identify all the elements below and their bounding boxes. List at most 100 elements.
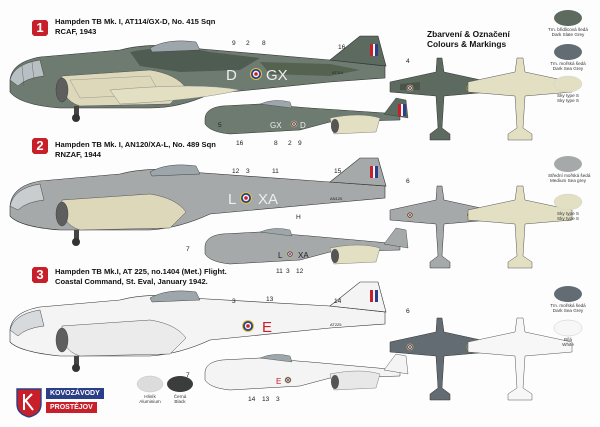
scheme-2-side-code: XA <box>258 191 278 208</box>
swatch-label-en: Sky type S <box>557 98 579 103</box>
scheme-1-side-code: GX <box>266 67 288 84</box>
swatch-label-en: Black <box>174 399 186 404</box>
scheme-2-small-profile: L XA <box>204 227 409 265</box>
callout: 2 <box>246 40 250 47</box>
callout: 12 <box>232 168 240 175</box>
scheme-1-subtitle: RCAF, 1943 <box>55 27 97 36</box>
scheme-2-small-letter: L <box>278 251 283 260</box>
swatch-label-cz: Sky type S <box>557 211 579 216</box>
scheme-1-small-profile: GX D <box>204 97 409 135</box>
scheme-1-number: 1 <box>36 20 44 35</box>
scheme-3-badge <box>32 267 48 283</box>
kp-logo: KOVOZÁVODY PROSTĚJOV <box>16 386 116 422</box>
scheme-1-title: Hampden TB Mk. I, AT114/GX-D, No. 415 Sq… <box>55 17 216 26</box>
callout: 11 <box>276 268 283 275</box>
callout: 7 <box>186 372 190 379</box>
shield-icon <box>16 388 42 418</box>
scheme-2-side-profile: L XA AN120 <box>9 157 387 246</box>
callout: 16 <box>338 44 346 51</box>
callout: 11 <box>272 168 279 175</box>
heading-cz: Zbarvení & Označení <box>427 29 510 39</box>
scheme-1-top-view <box>389 57 491 141</box>
swatch-sky-type-s-2 <box>553 193 583 211</box>
swatch-label-cz: Hliník <box>144 394 156 399</box>
scheme-1-bottom-view <box>467 57 573 141</box>
swatch-label-en: Dark Sea Grey <box>552 66 584 71</box>
callout: 7 <box>186 246 190 253</box>
scheme-3-top-view <box>389 317 491 401</box>
callout: 9 <box>232 40 236 47</box>
scheme-3-subtitle: Coastal Command, St. Eval, January 1942. <box>55 277 208 286</box>
callout: 8 <box>274 140 278 147</box>
callout: 13 <box>266 296 274 303</box>
scheme-1-side-letter: D <box>226 67 237 84</box>
swatch-aluminium <box>136 375 164 393</box>
swatch-white <box>553 319 583 337</box>
callout: 5 <box>218 122 222 129</box>
callout: 14 <box>248 396 256 403</box>
callout: 13 <box>262 396 270 403</box>
scheme-1-badge <box>32 20 48 36</box>
kp-logo-line2: PROSTĚJOV <box>46 402 97 413</box>
scheme-3-number: 3 <box>36 267 44 282</box>
scheme-2-top-view <box>389 185 491 269</box>
swatch-sky-type-s <box>553 75 583 93</box>
swatch-label-en: Dark Slate Grey <box>551 32 585 37</box>
swatch-medium-sea-grey <box>554 156 582 172</box>
callout: 4 <box>406 58 410 65</box>
scheme-2-side-letter: L <box>228 191 236 208</box>
swatch-label-en: Sky type S <box>557 216 579 221</box>
scheme-1-serial: AT114 <box>332 70 344 75</box>
swatch-label-en: White <box>562 342 574 347</box>
swatch-label-cz: Střední mořská šedá <box>548 173 591 178</box>
callout: 8 <box>262 40 266 47</box>
swatch-dark-slate-grey <box>554 10 582 26</box>
swatch-dark-sea-grey <box>554 44 582 60</box>
swatch-label-cz: Tm. břidlicová šedá <box>548 27 588 32</box>
swatch-label-en: Aluminium <box>139 399 161 404</box>
callout: 12 <box>296 268 304 275</box>
scheme-1-small-code: GX <box>270 121 282 130</box>
scheme-3-bottom-view <box>467 317 573 401</box>
scheme-2-badge <box>32 138 48 154</box>
swatch-label-en: Medium Sea grey <box>549 178 586 183</box>
scheme-3-small-letter: E <box>276 377 281 386</box>
swatch-label-cz: Sky type S <box>557 93 579 98</box>
callout: H <box>296 214 301 221</box>
scheme-2-subtitle: RNZAF, 1944 <box>55 150 101 159</box>
callout: 2 <box>288 140 292 147</box>
scheme-2-title: Hampden TB Mk. I, AN120/XA-L, No. 489 Sq… <box>55 140 216 149</box>
swatch-label-en: Dark Sea Grey <box>552 308 584 313</box>
callout: 16 <box>236 140 244 147</box>
scheme-2-number: 2 <box>36 138 44 153</box>
swatch-label-cz: Tm. mořská šedá <box>550 61 586 66</box>
scheme-3-title: Hampden TB Mk.I, AT 225, no.1404 (Met.) … <box>55 267 227 276</box>
swatch-label-cz: Bílá <box>564 337 572 342</box>
swatch-label-cz: Tm. mořská šedá <box>550 303 586 308</box>
callout: 3 <box>286 268 290 275</box>
callout: 3 <box>246 168 250 175</box>
swatch-dark-sea-grey-3 <box>554 286 582 302</box>
swatch-black <box>167 376 193 392</box>
kp-logo-line1: KOVOZÁVODY <box>46 388 104 399</box>
scheme-3-side-letter: E <box>262 319 272 336</box>
scheme-3-small-profile: E <box>204 353 409 391</box>
scheme-1-small-letter: D <box>300 121 306 130</box>
callout: 9 <box>298 140 302 147</box>
scheme-2-small-code: XA <box>298 251 309 260</box>
scheme-3-serial: AT225 <box>330 322 342 327</box>
callout: 14 <box>334 298 342 305</box>
callout: 15 <box>334 168 342 175</box>
swatch-label-cz: Černá <box>173 394 187 399</box>
callout: 6 <box>406 308 410 315</box>
scheme-3-side-profile: E AT225 <box>9 281 387 372</box>
callout: 3 <box>232 298 236 305</box>
scheme-1-side-profile: D GX AT114 <box>9 35 387 122</box>
scheme-2-serial: AN120 <box>330 196 343 201</box>
callout: 3 <box>276 396 280 403</box>
heading-en: Colours & Markings <box>427 39 507 49</box>
callout: 6 <box>406 178 410 185</box>
